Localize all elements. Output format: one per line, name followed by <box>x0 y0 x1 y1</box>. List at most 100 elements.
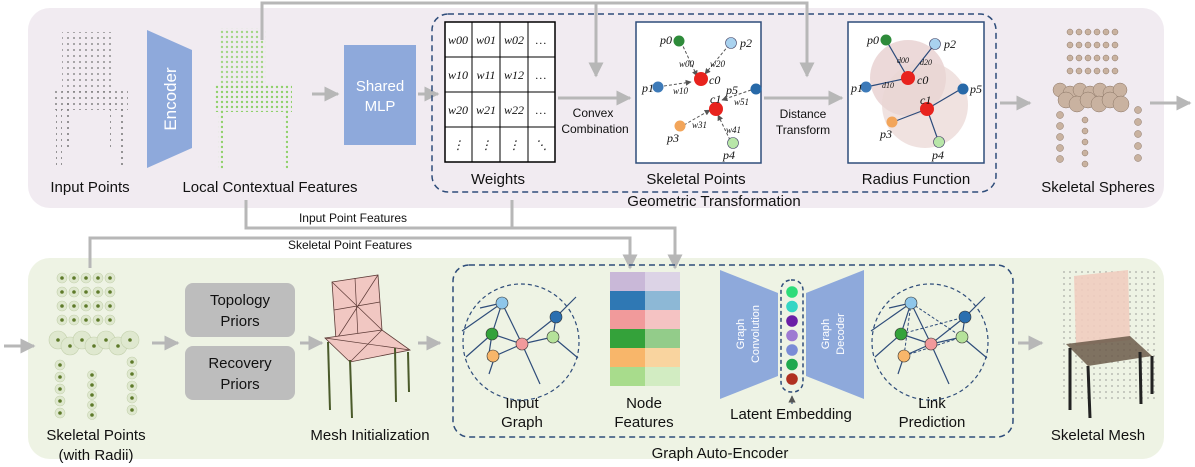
skeletal-point <box>58 375 62 379</box>
skeletal-point <box>96 304 100 308</box>
skeletal-sphere <box>1081 127 1089 135</box>
skeletal-point <box>90 403 94 407</box>
p4-label: p4 <box>722 148 735 162</box>
latent-node <box>786 329 798 342</box>
node-feature-cell <box>645 348 680 367</box>
skeletal-point <box>72 318 76 322</box>
radius-function-label: Radius Function <box>862 171 970 188</box>
weight-cell: w01 <box>476 33 496 47</box>
node-feature-cell <box>645 310 680 329</box>
skeletal-point <box>96 318 100 322</box>
p1-label: p1 <box>641 81 654 95</box>
skeletal-sphere <box>1056 155 1064 163</box>
weight-cell: w11 <box>476 68 495 82</box>
skeletal-sphere <box>1111 67 1119 75</box>
skeletal-sphere <box>1093 67 1101 75</box>
rf-c1-label: c1 <box>920 93 931 107</box>
skeletal-sphere <box>1056 122 1064 130</box>
p3-label: p3 <box>666 131 679 145</box>
node-feature-cell <box>610 329 645 348</box>
skeletal-sphere <box>1075 54 1083 62</box>
latent-node <box>786 358 798 371</box>
skeletal-spheres-chair <box>1052 28 1142 168</box>
shared-mlp-label-1: Shared <box>356 78 404 95</box>
node-features-label-1: Node <box>626 395 662 412</box>
skeletal-points-diagram: p0 p2 p1 p5 p3 p4 c0 c1 w00 w20 w10 w51 … <box>635 21 762 164</box>
skeletal-sphere <box>1081 116 1089 124</box>
bottom-panel <box>28 258 1164 459</box>
skeletal-point <box>58 399 62 403</box>
graph-decoder-label-1: Graph <box>820 319 832 350</box>
skeletal-sphere <box>1084 54 1092 62</box>
skeletal-point <box>84 318 88 322</box>
skeletal-point <box>108 318 112 322</box>
skeletal-sphere <box>1112 95 1130 113</box>
rf-p5-label: p5 <box>969 82 982 96</box>
skeletal-sphere <box>1081 149 1089 157</box>
skeletal-sphere <box>1066 54 1074 62</box>
shared-mlp-label-2: MLP <box>365 98 396 115</box>
link-prediction-label-2: Prediction <box>899 414 966 431</box>
skeletal-spheres-label: Skeletal Spheres <box>1041 179 1154 196</box>
skeletal-point <box>130 372 134 376</box>
w20-label: w20 <box>710 59 726 69</box>
weight-cell: w22 <box>504 103 524 117</box>
w31-label: w31 <box>692 120 707 130</box>
encoder-block <box>147 30 192 168</box>
skeletal-sphere <box>1056 133 1064 141</box>
weight-cell: … <box>536 33 547 47</box>
rf-p2-label: p2 <box>943 37 956 51</box>
latent-node <box>786 300 798 313</box>
d20-label: d20 <box>920 58 932 67</box>
latent-node <box>786 373 798 385</box>
input-points-chair <box>54 32 128 166</box>
weight-cell: w12 <box>504 68 524 82</box>
skeletal-sphere <box>1084 41 1092 49</box>
radius-function-diagram: p0 p2 p1 p5 p3 p4 c0 c1 d00 d20 d10 <box>847 21 985 164</box>
rf-p1-label: p1 <box>850 81 863 95</box>
encoder-label: Encoder <box>161 67 180 131</box>
node-feature-cell <box>645 291 680 310</box>
skeletal-sphere <box>1075 41 1083 49</box>
skeletal-sphere <box>1134 154 1142 162</box>
node-feature-cell <box>610 272 645 291</box>
weight-cell: w00 <box>448 33 468 47</box>
rf-p3-label: p3 <box>879 127 892 141</box>
skeletal-point <box>108 276 112 280</box>
skeletal-point <box>56 338 60 342</box>
convex-label-2: Combination <box>561 122 628 136</box>
c0-label: c0 <box>709 73 720 87</box>
node-feature-cell <box>610 348 645 367</box>
skeletal-point <box>58 411 62 415</box>
distance-label-2: Transform <box>776 123 830 137</box>
skeletal-point <box>72 276 76 280</box>
input-graph-label-2: Graph <box>501 414 543 431</box>
skeletal-sphere <box>1134 106 1142 114</box>
graph-conv-label-1: Graph <box>735 319 747 350</box>
latent-embedding <box>780 279 804 404</box>
recovery-label-1: Recovery <box>208 355 272 372</box>
w10-label: w10 <box>673 86 689 96</box>
skeletal-point <box>130 360 134 364</box>
skeletal-sphere <box>1081 138 1089 146</box>
skeletal-point <box>58 387 62 391</box>
node-feature-cell <box>645 367 680 386</box>
skeletal-sphere <box>1075 28 1083 36</box>
weight-cell: w20 <box>448 103 468 117</box>
graph-decoder-label-2: Decoder <box>835 313 847 355</box>
p0-label: p0 <box>659 33 672 47</box>
node-feature-cell <box>645 272 680 291</box>
skeletal-points-label: Skeletal Points <box>646 171 745 188</box>
skeletal-point <box>116 344 120 348</box>
skeletal-points-radii-label-1: Skeletal Points <box>46 427 145 444</box>
node-feature-cell <box>610 310 645 329</box>
skeletal-points-radii-label-2: (with Radii) <box>58 447 133 464</box>
graph-conv-label-2: Convolution <box>750 305 762 363</box>
skeletal-point <box>104 338 108 342</box>
w00-label: w00 <box>679 59 695 69</box>
weight-cell: ⋮ <box>480 138 492 152</box>
d00-label: d00 <box>897 56 909 65</box>
skeletal-sphere <box>1134 118 1142 126</box>
skeletal-point <box>72 290 76 294</box>
